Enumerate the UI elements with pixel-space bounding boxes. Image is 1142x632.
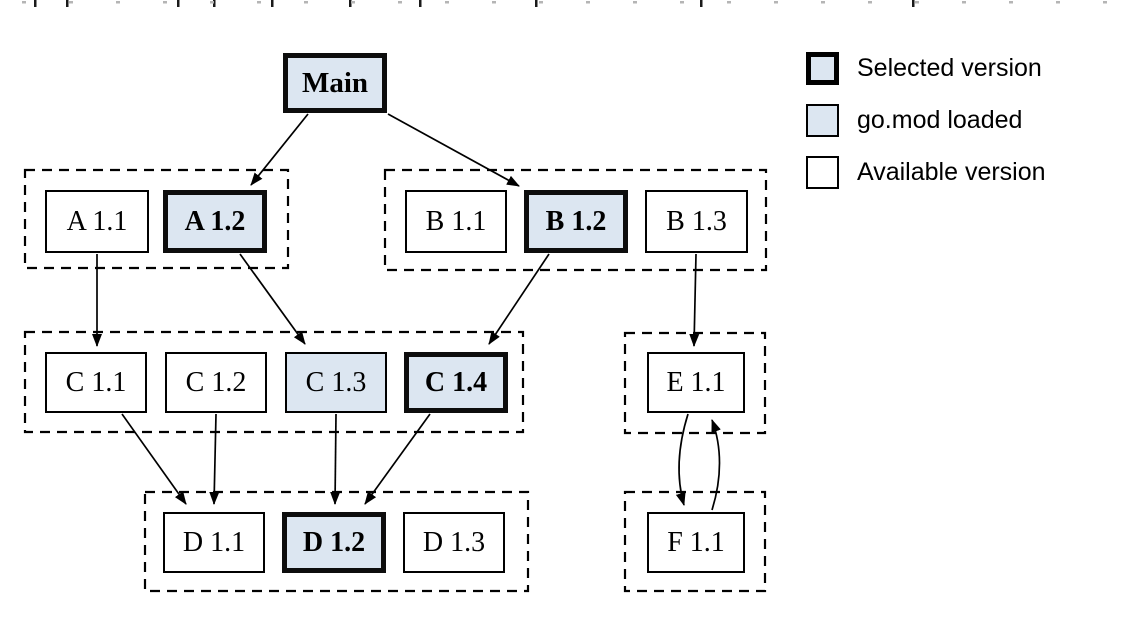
module-group-C (23, 330, 525, 434)
edge-c-1-3-to-d-1-2 (330, 413, 341, 505)
node-e-1-1: E 1.1 (647, 352, 745, 413)
edge-c-1-2-to-d-1-1 (209, 413, 220, 505)
edge-c-1-1-to-d-1-1 (121, 413, 187, 505)
node-main: Main (283, 53, 387, 113)
node-b-1-2: B 1.2 (524, 190, 628, 253)
node-b-1-1: B 1.1 (405, 190, 507, 253)
edge-b-1-3-to-e-1-1 (689, 253, 700, 347)
legend-item-selected: Selected version (806, 52, 1046, 85)
node-c-1-2: C 1.2 (165, 352, 267, 413)
legend-label-loaded: go.mod loaded (857, 106, 1023, 134)
node-f-1-1: F 1.1 (647, 512, 745, 573)
selected-version-swatch-icon (806, 52, 839, 85)
node-c-1-4: C 1.4 (404, 352, 508, 413)
module-group-F (623, 490, 767, 593)
legend: Selected version go.mod loaded Available… (806, 52, 1046, 189)
module-group-A (23, 168, 290, 270)
legend-label-selected: Selected version (857, 54, 1042, 82)
legend-label-available: Available version (857, 158, 1046, 186)
edge-main-to-a-1-2 (250, 113, 309, 186)
node-b-1-3: B 1.3 (645, 190, 748, 253)
cycle-edge-e-1-1-to-f-1-1 (675, 413, 689, 506)
node-a-1-1: A 1.1 (45, 190, 149, 253)
gomod-loaded-swatch-icon (806, 104, 839, 137)
legend-item-loaded: go.mod loaded (806, 104, 1046, 137)
edge-main-to-b-1-2 (387, 113, 520, 187)
cycle-edge-f-1-1-to-e-1-1 (711, 419, 721, 511)
node-d-1-1: D 1.1 (163, 512, 265, 573)
available-version-swatch-icon (806, 156, 839, 189)
edge-a-1-2-to-c-1-3 (239, 253, 306, 345)
module-group-B (383, 168, 768, 272)
node-c-1-1: C 1.1 (45, 352, 147, 413)
cropped-text-remnant (22, 0, 1107, 7)
node-d-1-2: D 1.2 (282, 512, 386, 573)
node-a-1-2: A 1.2 (163, 190, 267, 253)
legend-item-available: Available version (806, 156, 1046, 189)
edge-c-1-4-to-d-1-2 (364, 413, 431, 505)
edge-b-1-2-to-c-1-4 (488, 253, 550, 345)
node-c-1-3: C 1.3 (285, 352, 387, 413)
node-d-1-3: D 1.3 (403, 512, 505, 573)
dependency-arrows-layer (92, 113, 721, 511)
